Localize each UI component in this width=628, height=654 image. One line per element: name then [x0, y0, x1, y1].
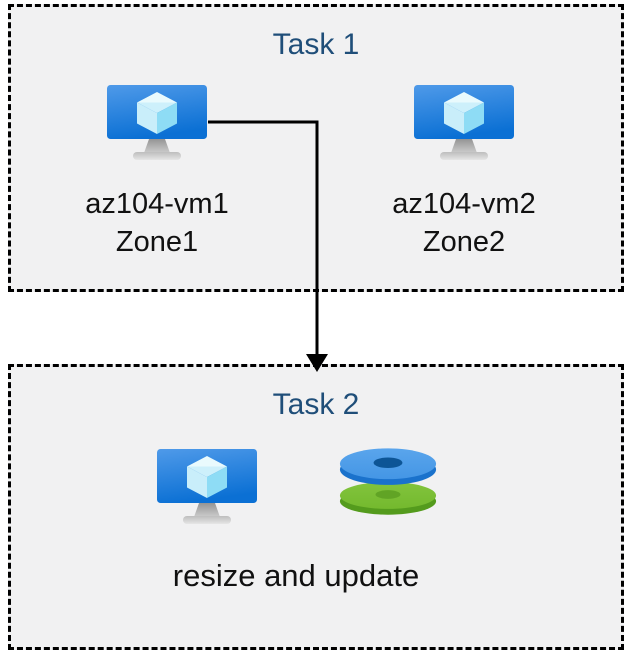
vm-name-label: az104-vm1 — [85, 188, 229, 220]
task2-title: Task 2 — [272, 388, 360, 421]
task2-caption: resize and update — [172, 558, 420, 593]
task1-box: Task 1 az104-vm1 Zone1 az104-vm2 Zone2 — [8, 4, 624, 292]
virtual-machine-icon — [157, 449, 257, 525]
virtual-machine-icon — [414, 85, 514, 161]
task2-box: Task 2 resize and update — [8, 364, 624, 650]
vm-item-az104-vm1: az104-vm1 Zone1 — [57, 85, 257, 261]
vm-zone-label: Zone2 — [422, 226, 506, 258]
disks-stack-icon — [338, 447, 438, 517]
virtual-machine-icon — [107, 85, 207, 161]
vm-name-label: az104-vm2 — [392, 188, 536, 220]
vm-item-az104-vm2: az104-vm2 Zone2 — [364, 85, 564, 261]
vm-zone-label: Zone1 — [115, 226, 199, 258]
task1-title: Task 1 — [272, 28, 360, 61]
